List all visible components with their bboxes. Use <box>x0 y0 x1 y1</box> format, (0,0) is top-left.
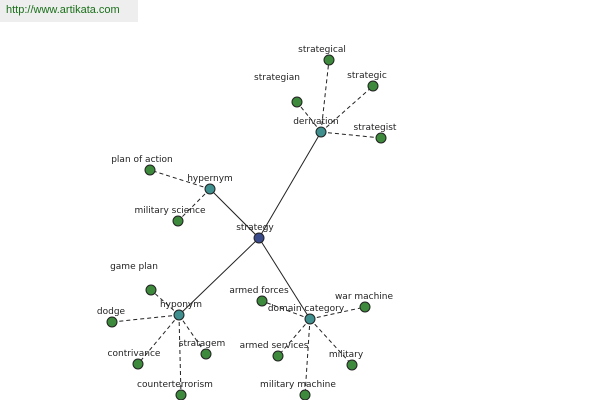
word-label-military-machine[interactable]: military machine <box>260 380 336 390</box>
word-label-strategian[interactable]: strategian <box>254 73 300 83</box>
edge-domain-category-military <box>309 318 353 366</box>
word-label-plan-of-action[interactable]: plan of action <box>111 155 173 165</box>
word-label-stratagem[interactable]: stratagem <box>179 339 226 349</box>
relation-label-derivation[interactable]: derivation <box>293 117 339 127</box>
word-label-military[interactable]: military <box>329 350 364 360</box>
word-node-strategian[interactable] <box>291 96 303 108</box>
edge-hyponym-game-plan <box>150 289 180 316</box>
word-node-contrivance[interactable] <box>132 358 144 370</box>
word-node-armed-services[interactable] <box>272 350 284 362</box>
word-node-strategic[interactable] <box>367 80 379 92</box>
edge-hypernym-plan-of-action <box>149 169 211 190</box>
graph-nodes <box>106 54 387 400</box>
edge-domain-category-armed-services <box>277 318 311 357</box>
word-node-strategical[interactable] <box>323 54 335 66</box>
edge-hypernym-military-science <box>177 188 211 222</box>
edge-derivation-strategist <box>320 131 382 139</box>
site-url[interactable]: http://www.artikata.com <box>0 0 138 22</box>
relation-node-hypernym[interactable] <box>204 183 216 195</box>
word-node-armed-forces[interactable] <box>256 295 268 307</box>
graph-edges <box>111 59 382 396</box>
word-label-contrivance[interactable]: contrivance <box>108 349 161 359</box>
word-node-stratagem[interactable] <box>200 348 212 360</box>
center-node-strategy[interactable] <box>253 232 265 244</box>
word-label-armed-services[interactable]: armed services <box>240 341 309 351</box>
edge-strategy-hypernym <box>209 188 260 239</box>
word-node-strategist[interactable] <box>375 132 387 144</box>
edge-domain-category-war-machine <box>309 306 366 320</box>
word-label-war-machine[interactable]: war machine <box>335 292 394 302</box>
relation-node-domain-category[interactable] <box>304 313 316 325</box>
word-node-game-plan[interactable] <box>145 284 157 296</box>
edge-strategy-derivation <box>258 131 322 239</box>
edge-strategy-domain-category <box>258 237 311 320</box>
relation-label-hyponym[interactable]: hyponym <box>160 300 202 310</box>
word-label-armed-forces[interactable]: armed forces <box>229 286 289 296</box>
word-label-strategist[interactable]: strategist <box>354 123 397 133</box>
word-label-strategical[interactable]: strategical <box>298 45 346 55</box>
word-node-military-science[interactable] <box>172 215 184 227</box>
edge-hyponym-contrivance <box>137 314 180 365</box>
word-label-military-science[interactable]: military science <box>134 206 206 216</box>
edge-strategy-hyponym <box>178 237 260 316</box>
edge-hyponym-counterterrorism <box>178 314 182 396</box>
word-node-military[interactable] <box>346 359 358 371</box>
relation-node-hyponym[interactable] <box>173 309 185 321</box>
word-node-counterterrorism[interactable] <box>175 389 187 400</box>
word-label-game-plan[interactable]: game plan <box>110 262 158 272</box>
edge-domain-category-military-machine <box>304 318 311 396</box>
edge-derivation-strategic <box>320 85 374 133</box>
relation-label-domain-category[interactable]: domain category <box>268 304 345 314</box>
relation-label-hypernym[interactable]: hypernym <box>187 174 233 184</box>
center-label[interactable]: strategy <box>236 223 274 233</box>
word-label-dodge[interactable]: dodge <box>97 307 126 317</box>
word-node-war-machine[interactable] <box>359 301 371 313</box>
word-label-counterterrorism[interactable]: counterterrorism <box>137 380 213 390</box>
edge-domain-category-armed-forces <box>261 300 311 320</box>
graph-labels: strategical strategian strategic strategist… <box>97 45 397 390</box>
word-node-military-machine[interactable] <box>299 389 311 400</box>
word-label-strategic[interactable]: strategic <box>347 71 387 81</box>
edge-hyponym-dodge <box>111 314 180 323</box>
edge-derivation-strategical <box>320 59 330 133</box>
word-node-dodge[interactable] <box>106 316 118 328</box>
relation-node-derivation[interactable] <box>315 126 327 138</box>
edge-hyponym-stratagem <box>178 314 207 355</box>
word-node-plan-of-action[interactable] <box>144 164 156 176</box>
